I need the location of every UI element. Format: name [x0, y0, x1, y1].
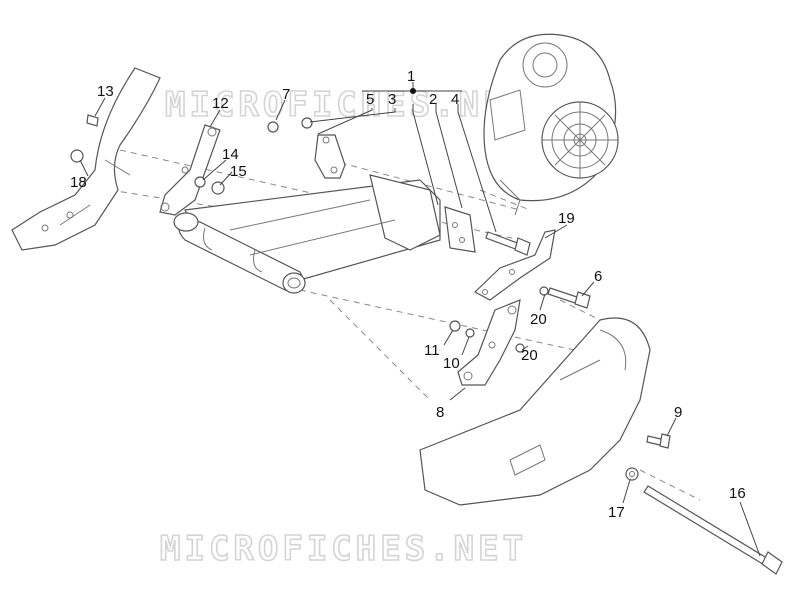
- part-15-nut: [211, 181, 225, 195]
- engine-illustration: [483, 33, 619, 216]
- part-18-nut: [70, 149, 84, 163]
- callout-15: 15: [230, 163, 247, 180]
- part-19-bracket: [473, 229, 556, 301]
- part-11-nut: [449, 320, 461, 332]
- callout-20-b: 20: [521, 347, 538, 364]
- callout-6: 6: [594, 268, 602, 285]
- callout-11: 11: [424, 342, 440, 359]
- callout-17: 17: [608, 504, 625, 521]
- part-17-washer: [625, 467, 639, 481]
- part-2-plate: [444, 206, 476, 253]
- part-3-nut: [301, 117, 313, 129]
- swing-arm: [173, 174, 441, 294]
- callout-5: 5: [366, 91, 374, 108]
- callout-20-a: 20: [530, 311, 547, 328]
- left-frame-bracket: [11, 67, 161, 251]
- part-20-screw-a: [539, 286, 549, 296]
- part-13-screw: [86, 114, 99, 127]
- watermark-bottom: MICROFICHES.NET: [160, 529, 527, 569]
- callout-9: 9: [674, 404, 682, 421]
- small-hardware: [70, 114, 549, 353]
- callout-4: 4: [451, 91, 459, 108]
- part-14-washer: [194, 176, 206, 188]
- part-9-bolt: [646, 433, 671, 449]
- callout-8: 8: [436, 404, 444, 421]
- callout-19: 19: [558, 210, 575, 227]
- part-16-long-bolt: [643, 485, 783, 575]
- part-7-nut: [267, 121, 279, 133]
- callout-12: 12: [212, 95, 229, 112]
- leader-lines: [79, 82, 761, 557]
- callout-labels: 1 2 3 4 5 6 7 8 9 10 11 12 13 14 15 16 1…: [70, 68, 746, 521]
- part-12-bracket: [159, 124, 221, 216]
- callout-13: 13: [97, 83, 114, 100]
- callout-18: 18: [70, 174, 87, 191]
- callout-2: 2: [429, 91, 437, 108]
- callout-14: 14: [222, 146, 239, 163]
- callout-10: 10: [443, 355, 460, 372]
- part-6-bolt: [547, 287, 591, 309]
- callout-1: 1: [407, 68, 415, 85]
- callout-3: 3: [388, 91, 396, 108]
- part-10-washer: [465, 328, 475, 338]
- right-frame-section: [419, 317, 651, 506]
- callout-7: 7: [282, 86, 290, 103]
- part-8-bracket: [457, 299, 521, 386]
- part-4-bolt: [485, 231, 531, 256]
- part-5-link: [314, 134, 346, 179]
- watermark-top: MICROFICHES.NET: [165, 85, 532, 125]
- callout-16: 16: [729, 485, 746, 502]
